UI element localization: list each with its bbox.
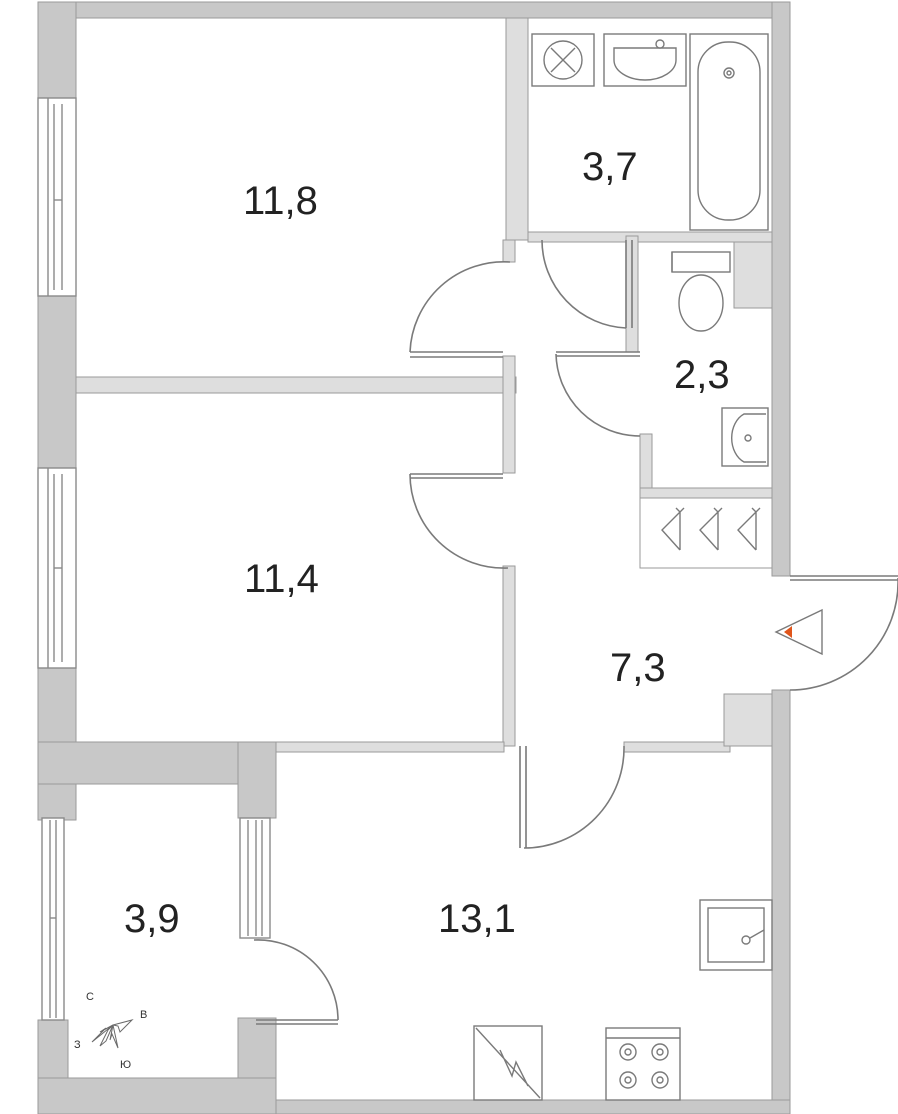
washing-machine-icon [531, 33, 595, 87]
area-balcony: 3,9 [124, 897, 180, 941]
doors [253, 239, 898, 1025]
exterior-walls [37, 1, 791, 1114]
windows [37, 97, 271, 1021]
electrical-panel-icon [473, 1025, 543, 1101]
door-bathroom [541, 239, 633, 329]
area-kitchen: 13,1 [438, 897, 516, 941]
interior-partitions [75, 17, 773, 753]
hanger-icon [737, 507, 761, 551]
window-bedroom-1 [37, 97, 77, 297]
area-hallway: 7,3 [610, 646, 666, 690]
room-labels: 11,8 3,7 2,3 11,4 7,3 3,9 13,1 [124, 145, 730, 941]
window-balcony-left [41, 817, 65, 1021]
compass: С В Ю З [74, 991, 147, 1071]
door-entrance [789, 575, 898, 691]
area-bedroom-2: 11,4 [244, 557, 319, 601]
kitchen-fixtures [473, 899, 773, 1101]
wardrobe [661, 507, 761, 551]
kitchen-sink-icon [699, 899, 773, 971]
toilet-fixtures [671, 251, 769, 467]
hanger-icon [699, 507, 723, 551]
window-balcony-right [239, 817, 271, 939]
stove-icon [605, 1027, 681, 1101]
area-bathroom: 3,7 [582, 145, 638, 189]
door-bedroom-1 [409, 261, 511, 358]
bathtub-icon [689, 33, 769, 231]
compass-south: Ю [120, 1059, 131, 1071]
door-kitchen [519, 745, 625, 849]
compass-rose-icon [91, 1019, 134, 1049]
bathroom-fixtures [531, 33, 769, 231]
area-toilet: 2,3 [674, 353, 730, 397]
hanger-icon [661, 507, 685, 551]
door-bedroom-2 [409, 473, 509, 569]
compass-east: В [140, 1009, 147, 1021]
compass-north: С [86, 991, 94, 1003]
window-bedroom-2 [37, 467, 77, 669]
door-toilet [555, 351, 641, 437]
area-bedroom-1: 11,8 [243, 179, 318, 223]
sink-icon [721, 407, 769, 467]
toilet-icon [671, 251, 731, 332]
door-balcony [253, 939, 339, 1025]
entrance-marker [774, 608, 823, 656]
washbasin-icon [603, 33, 687, 87]
compass-west: З [74, 1039, 81, 1051]
